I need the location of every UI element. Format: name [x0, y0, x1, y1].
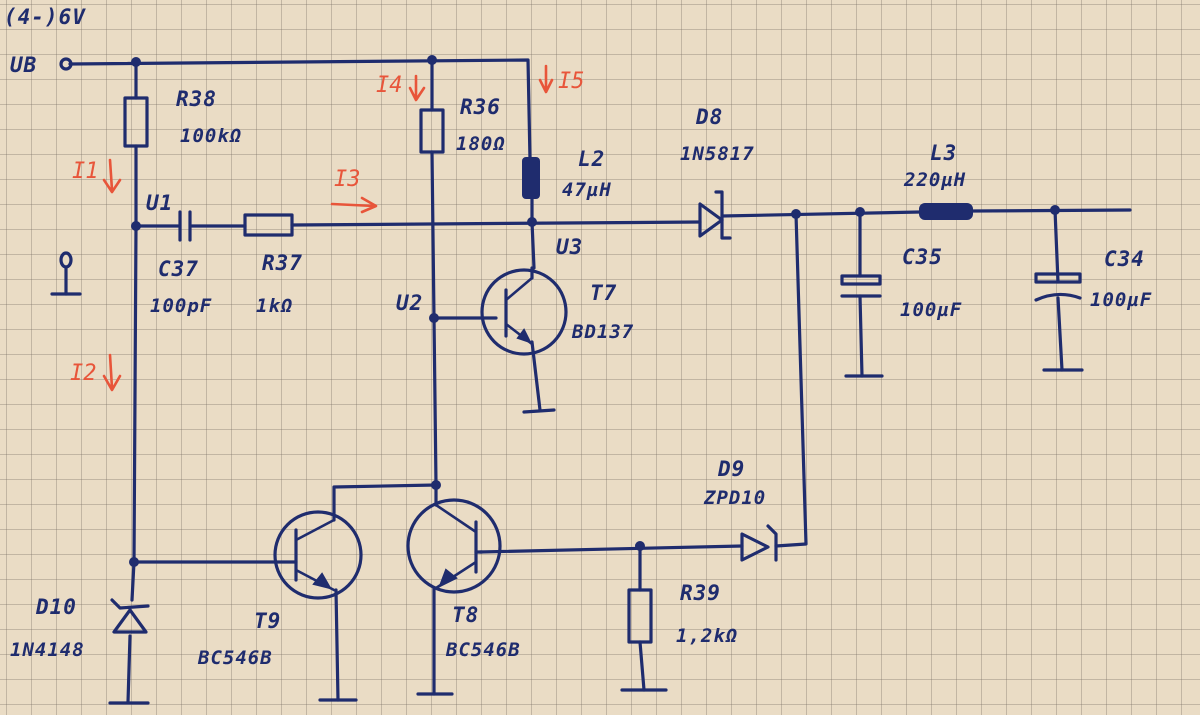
diode-d8: [698, 190, 732, 240]
junction: [855, 207, 865, 217]
node-u2-label: U2: [396, 291, 423, 315]
current-i1-label: I1: [72, 159, 99, 184]
c37-name: C37: [158, 257, 199, 281]
wire-c34: [1053, 208, 1060, 284]
t7-name: T7: [590, 281, 617, 305]
wire-l2-u3: [530, 196, 536, 270]
junction: [791, 209, 801, 219]
d8-value: 1N5817: [680, 143, 755, 165]
inductor-l3: [919, 203, 973, 220]
ub-terminal: [59, 57, 73, 71]
junction: [429, 313, 439, 323]
l3-value: 220µH: [903, 169, 966, 191]
junctions: [129, 55, 1060, 567]
wire-t9-emitter: [334, 588, 340, 702]
transistor-t9: [273, 510, 363, 600]
junction: [1050, 205, 1060, 215]
capacitor-c35: [840, 274, 882, 298]
supply-range-label: (4-)6V: [4, 5, 86, 29]
test-point-symbol: [50, 251, 82, 296]
zener-d9: [740, 524, 778, 562]
junction: [427, 55, 437, 65]
junction: [129, 557, 139, 567]
r38-name: R38: [176, 87, 217, 111]
wire-r37-u3: [290, 220, 702, 227]
current-i3-label: I3: [334, 167, 361, 192]
l2-name: L2: [578, 147, 605, 171]
wire-r36-down: [430, 150, 438, 507]
inductor-l2: [522, 157, 540, 199]
d9-name: D9: [717, 457, 745, 481]
d9-value: ZPD10: [703, 487, 766, 509]
resistor-r39: [627, 588, 653, 644]
capacitor-c34: [1034, 272, 1082, 302]
supply-rail: [68, 58, 532, 162]
wire-c35-gnd: [858, 294, 864, 378]
resistor-r36: [419, 108, 445, 154]
l3-name: L3: [930, 141, 957, 165]
wire-left-down: [130, 224, 138, 602]
wire-r39-bottom: [638, 640, 646, 692]
r36-name: R36: [460, 95, 501, 119]
t7-value: BD137: [571, 321, 634, 343]
r36-value: 180Ω: [456, 133, 506, 155]
wire-d10-bottom: [126, 634, 132, 704]
c35-value: 100µF: [900, 299, 962, 321]
wire-d8-out: [720, 210, 922, 218]
diode-d10: [110, 598, 150, 634]
wire-t8-base: [478, 544, 744, 554]
junction: [431, 480, 441, 490]
transistor-t8: [406, 498, 502, 594]
wire-feedback: [774, 212, 808, 548]
node-u3-label: U3: [556, 235, 583, 259]
r39-value: 1,2kΩ: [676, 625, 738, 647]
wire-c34-gnd: [1056, 296, 1064, 372]
current-i4-label: I4: [376, 73, 403, 98]
t9-value: BC546B: [197, 647, 273, 669]
transistor-t7: [480, 266, 568, 356]
node-u1-label: U1: [146, 191, 173, 215]
junction: [131, 57, 141, 67]
r39-name: R39: [680, 581, 721, 605]
ground-symbols: [108, 368, 1084, 705]
wire-t9-collector: [332, 483, 438, 522]
t8-value: BC546B: [445, 639, 521, 661]
r37-value: 1kΩ: [256, 295, 293, 317]
current-arrows: [102, 64, 554, 392]
t9-name: T9: [254, 609, 281, 633]
c34-value: 100µF: [1090, 289, 1152, 311]
d10-name: D10: [35, 595, 77, 619]
capacitor-c37: [178, 210, 192, 242]
t8-name: T8: [452, 603, 479, 627]
c35-name: C35: [902, 245, 943, 269]
current-i2-label: I2: [70, 361, 97, 386]
r37-name: R37: [262, 251, 303, 275]
d8-name: D8: [695, 105, 723, 129]
d10-value: 1N4148: [10, 639, 85, 661]
c34-name: C34: [1104, 247, 1145, 271]
current-i5-label: I5: [558, 69, 585, 94]
labels: (4-)6V UB U1 U2 U3 I1 I2 I3 I4 I5 R38 10…: [4, 5, 1152, 669]
resistor-r37: [243, 213, 294, 237]
junction: [527, 217, 537, 227]
r38-value: 100kΩ: [180, 125, 242, 147]
c37-value: 100pF: [150, 295, 212, 317]
l2-value: 47µH: [562, 179, 612, 201]
junction: [635, 541, 645, 551]
junction: [131, 221, 141, 231]
supply-node-label: UB: [10, 53, 37, 77]
resistor-r38: [123, 96, 149, 148]
